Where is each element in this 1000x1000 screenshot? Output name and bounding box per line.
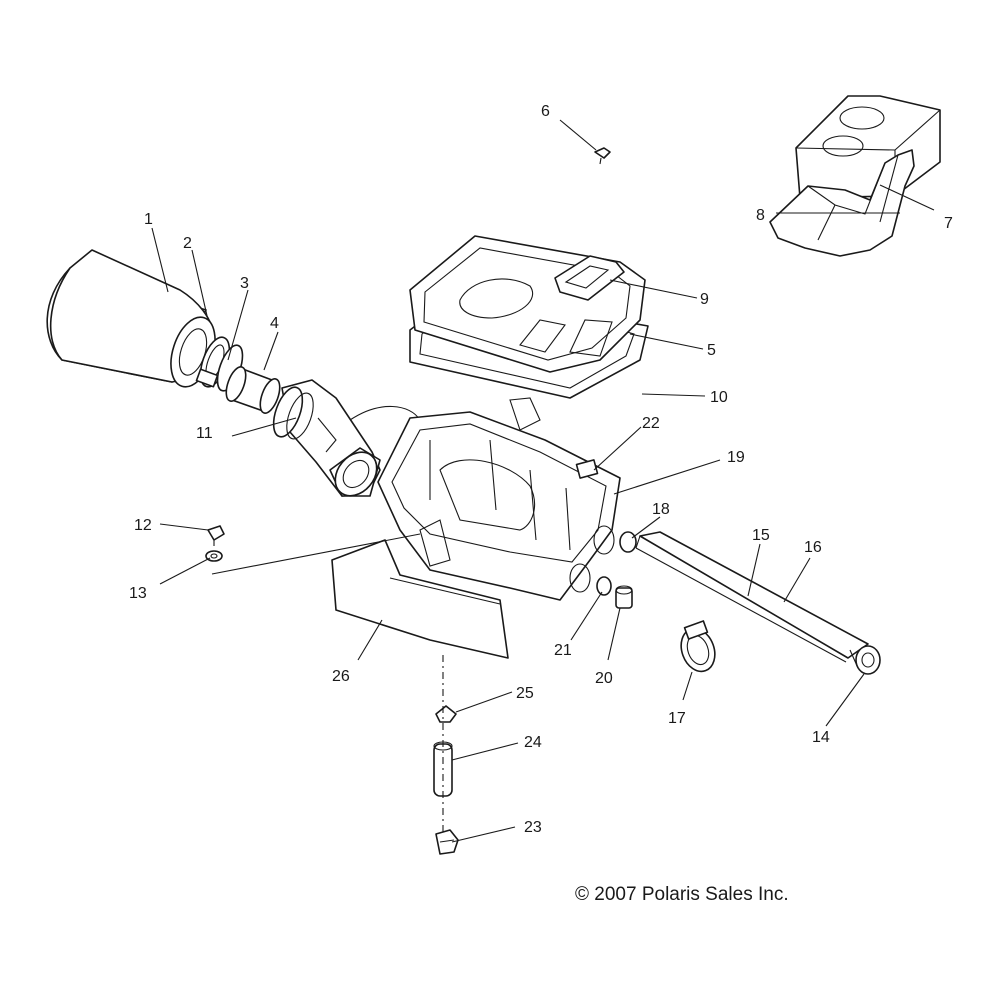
callout-26: 26: [332, 668, 350, 685]
callout-4: 4: [270, 315, 279, 332]
callout-8: 8: [756, 207, 765, 224]
callout-16: 16: [804, 539, 822, 556]
callout-2: 2: [183, 235, 192, 252]
part-22-clip: [575, 459, 599, 479]
callout-25: 25: [516, 685, 534, 702]
callout-23: 23: [524, 819, 542, 836]
part-19-airbox-base: [377, 397, 621, 601]
part-6-screw: [594, 147, 611, 165]
callout-19: 19: [727, 449, 745, 466]
part-13-washer: [205, 550, 223, 562]
part-16-drain-tube: [639, 531, 869, 659]
part-11-intake-boot: [272, 379, 421, 497]
part-20-fitting: [615, 585, 633, 609]
callout-15: 15: [752, 527, 770, 544]
callout-24: 24: [524, 734, 542, 751]
copyright-notice: © 2007 Polaris Sales Inc.: [575, 884, 789, 905]
callout-22: 22: [642, 415, 660, 432]
callout-17: 17: [668, 710, 686, 727]
part-9-lid-plate: [554, 255, 625, 301]
part-25-clamp: [435, 705, 457, 723]
part-1-air-filter: [46, 249, 216, 388]
callout-11: 11: [196, 425, 213, 442]
part-26-shield: [331, 539, 509, 659]
callout-3: 3: [240, 275, 249, 292]
part-3-clamp: [195, 344, 244, 392]
callout-7: 7: [944, 215, 953, 232]
part-12-screw: [207, 525, 225, 546]
part-18-grommet: [619, 531, 637, 553]
callout-9: 9: [700, 291, 709, 308]
callout-21: 21: [554, 642, 572, 659]
part-7-foam-block: [795, 95, 941, 199]
callouts: 1 2 3 4 5 6 7 8 9 10 11 12 13 14 15 16 1…: [129, 103, 953, 836]
part-14-drain-cap: [849, 645, 881, 675]
part-4-sleeve: [225, 366, 281, 414]
callout-12: 12: [134, 517, 152, 534]
part-23-drain-valve: [435, 829, 459, 855]
part-8-intake-duct: [769, 149, 915, 257]
part-21-fitting: [596, 576, 612, 596]
callout-1: 1: [144, 211, 153, 228]
part-17-hose-clamp: [680, 620, 716, 673]
leader-lines: [151, 119, 935, 843]
callout-6: 6: [541, 103, 550, 120]
callout-20: 20: [595, 670, 613, 687]
part-15-drain-tube-inner: [635, 535, 847, 663]
callout-18: 18: [652, 501, 670, 518]
callout-5: 5: [707, 342, 716, 359]
callout-13: 13: [129, 585, 147, 602]
callout-10: 10: [710, 389, 728, 406]
callout-14: 14: [812, 729, 830, 746]
